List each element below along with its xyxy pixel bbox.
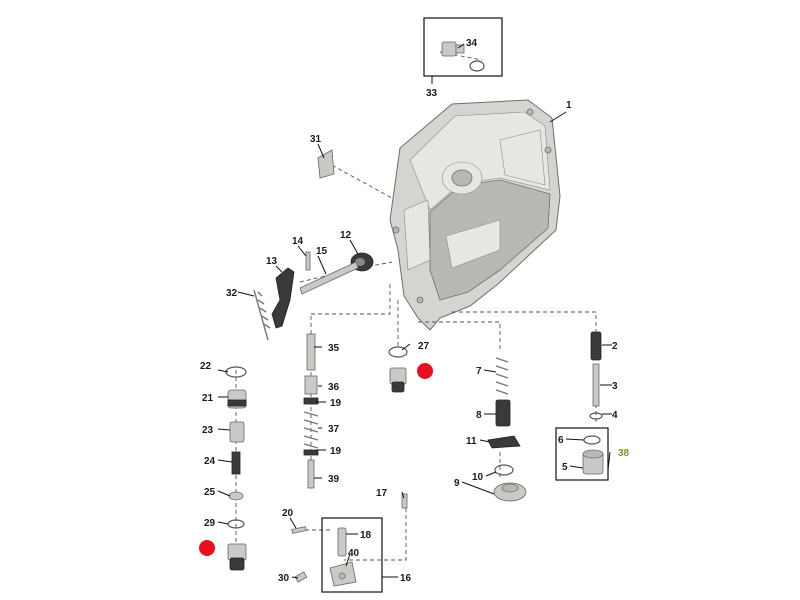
part-9-cover <box>493 464 527 502</box>
label-part-33[interactable]: 33 <box>426 88 438 99</box>
label-part-13[interactable]: 13 <box>266 256 278 267</box>
label-part-16[interactable]: 16 <box>400 573 412 584</box>
part-31-bracket <box>317 149 335 179</box>
label-part-12[interactable]: 12 <box>340 230 352 241</box>
label-part-7[interactable]: 7 <box>476 366 482 377</box>
label-part-31[interactable]: 31 <box>310 134 322 145</box>
label-part-25[interactable]: 25 <box>204 487 216 498</box>
label-part-18[interactable]: 18 <box>360 530 372 541</box>
part-stack-2-4 <box>589 331 603 420</box>
part-27-sensor <box>388 346 408 393</box>
label-part-4[interactable]: 4 <box>612 410 618 421</box>
highlight-dot-sensor-27[interactable] <box>417 363 433 379</box>
label-part-9[interactable]: 9 <box>454 478 460 489</box>
part-32-spring <box>253 289 271 341</box>
label-part-36[interactable]: 36 <box>328 382 340 393</box>
label-part-8[interactable]: 8 <box>476 410 482 421</box>
label-part-23[interactable]: 23 <box>202 425 214 436</box>
label-part-11[interactable]: 11 <box>466 436 477 447</box>
label-part-27[interactable]: 27 <box>418 341 430 352</box>
label-part-20[interactable]: 20 <box>282 508 294 519</box>
box-16 <box>321 517 383 593</box>
part-5-6-plug <box>582 435 604 475</box>
part-17-bolt <box>401 493 408 509</box>
part-14-pin <box>305 251 311 271</box>
label-part-2[interactable]: 2 <box>612 341 618 352</box>
label-part-19-upper[interactable]: 19 <box>330 398 342 409</box>
box-38 <box>555 427 609 481</box>
label-part-21[interactable]: 21 <box>202 393 214 404</box>
label-part-29[interactable]: 29 <box>204 518 216 529</box>
label-part-38[interactable]: 38 <box>618 448 630 459</box>
part-labels: 1 2 3 4 5 6 7 8 9 10 11 12 13 14 15 16 1… <box>200 38 630 584</box>
label-part-24[interactable]: 24 <box>204 456 216 467</box>
part-stack-35-39 <box>303 333 319 489</box>
label-part-5[interactable]: 5 <box>562 462 568 473</box>
label-part-35[interactable]: 35 <box>328 343 340 354</box>
part-20-30 <box>291 526 308 583</box>
label-part-3[interactable]: 3 <box>612 381 618 392</box>
label-part-17[interactable]: 17 <box>376 488 388 499</box>
label-part-37[interactable]: 37 <box>328 424 340 435</box>
label-part-15[interactable]: 15 <box>316 246 328 257</box>
part-stack-7-11 <box>487 357 521 449</box>
label-part-6[interactable]: 6 <box>558 435 564 446</box>
part-34-fitting <box>441 41 485 72</box>
highlight-dot-part-29-stack[interactable] <box>199 540 215 556</box>
part-15-shaft <box>299 261 359 295</box>
transmission-housing <box>389 99 561 331</box>
label-part-19-lower[interactable]: 19 <box>330 446 342 457</box>
part-13-lever <box>271 267 295 329</box>
box-33 <box>423 17 503 77</box>
label-part-39[interactable]: 39 <box>328 474 340 485</box>
label-part-40[interactable]: 40 <box>348 548 360 559</box>
label-part-32[interactable]: 32 <box>226 288 238 299</box>
label-part-22[interactable]: 22 <box>200 361 212 372</box>
label-part-14[interactable]: 14 <box>292 236 304 247</box>
label-part-10[interactable]: 10 <box>472 472 484 483</box>
part-stack-21-29 <box>225 366 247 571</box>
label-part-30[interactable]: 30 <box>278 573 290 584</box>
label-part-34[interactable]: 34 <box>466 38 478 49</box>
part-16-18-40 <box>329 527 357 587</box>
leader-lines <box>217 43 612 579</box>
label-part-1[interactable]: 1 <box>566 100 572 111</box>
